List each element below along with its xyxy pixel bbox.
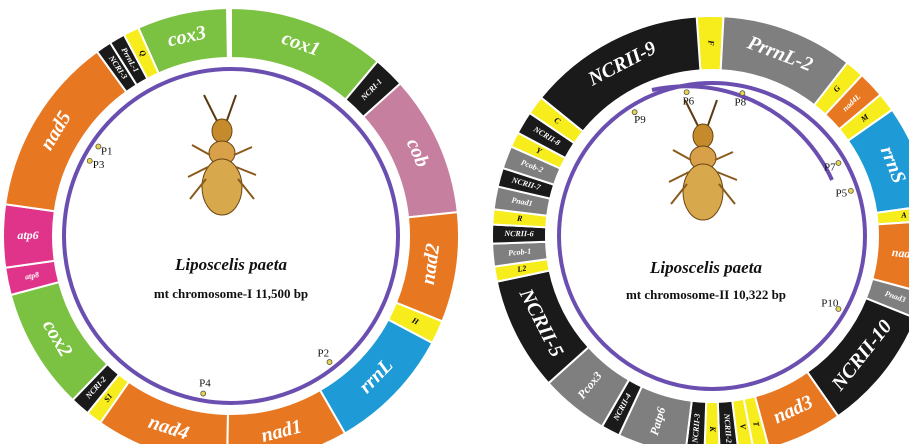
chromosome-2-mark-p9: P9 xyxy=(634,114,646,126)
chromosome-1-marker-p2 xyxy=(327,360,332,365)
chromosome-2-marker-p8 xyxy=(740,91,745,96)
chromosome-2-subtitle: mt chromosome-II 10,322 bp xyxy=(626,287,786,302)
chromosome-2-mark-p10: P10 xyxy=(821,298,839,310)
chromosome-2-label-ncrii-6: NCRII-6 xyxy=(503,229,533,238)
chromosome-1-inner-track xyxy=(64,69,398,403)
chromosome-1-marker-p4 xyxy=(201,391,206,396)
louse-illustration-2 xyxy=(669,100,737,220)
chromosome-1-label-atp6: atp6 xyxy=(17,228,38,242)
chromosome-2-marker-p6 xyxy=(684,90,689,95)
chromosome-1-subtitle: mt chromosome-I 11,500 bp xyxy=(154,286,308,301)
chromosome-2-mark-p8: P8 xyxy=(734,97,746,109)
louse-illustration xyxy=(188,95,256,215)
chromosome-2-marker-p5 xyxy=(848,188,853,193)
chromosome-1-mark-p4: P4 xyxy=(199,377,211,389)
chromosome-2-label-l2: L2 xyxy=(516,264,527,275)
chromosome-2-inner-track xyxy=(559,83,865,389)
chromosome-1-mark-p2: P2 xyxy=(318,348,330,360)
chromosome-1-species: Liposcelis paeta xyxy=(174,255,287,274)
chromosome-1-marker-p3 xyxy=(87,158,92,163)
chromosome-2-mark-p5: P5 xyxy=(836,188,848,200)
chromosome-2-label-k: K xyxy=(708,425,717,432)
chromosome-2-marker-p7 xyxy=(836,161,841,166)
chromosome-2-label-f: F xyxy=(706,39,715,46)
chromosome-2-species: Liposcelis paeta xyxy=(649,258,762,277)
chromosome-1-mark-p1: P1 xyxy=(101,146,113,158)
chromosome-2-mark-p7: P7 xyxy=(824,162,836,174)
chromosome-1-mark-p3: P3 xyxy=(93,159,105,171)
chromosome-2-label-nad6: nad6 xyxy=(891,245,909,261)
